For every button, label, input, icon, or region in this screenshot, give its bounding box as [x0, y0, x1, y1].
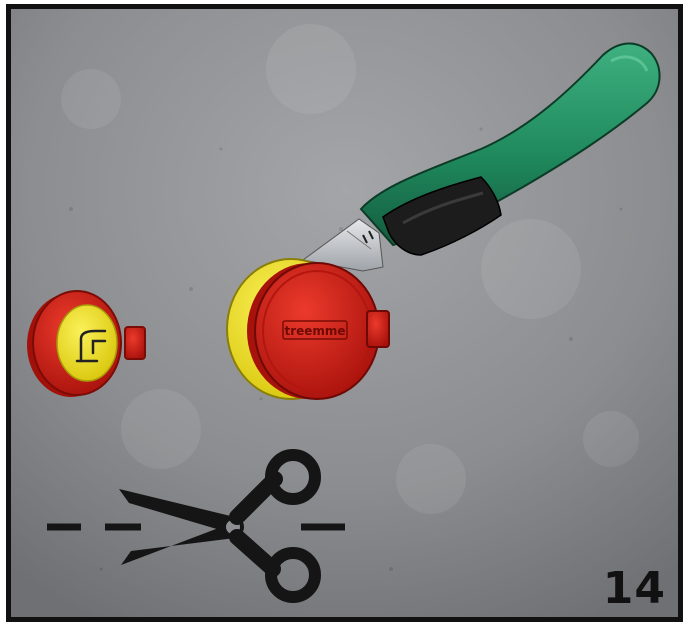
- instruction-panel: treemme 14: [6, 4, 683, 622]
- illustration: treemme: [11, 9, 678, 617]
- large-cap-tab: [367, 311, 389, 347]
- small-cap-tab: [125, 327, 145, 359]
- cap-brand-lettering: treemme: [284, 324, 345, 338]
- small-cap-yellow-face: [57, 305, 117, 381]
- step-number: 14: [603, 567, 666, 611]
